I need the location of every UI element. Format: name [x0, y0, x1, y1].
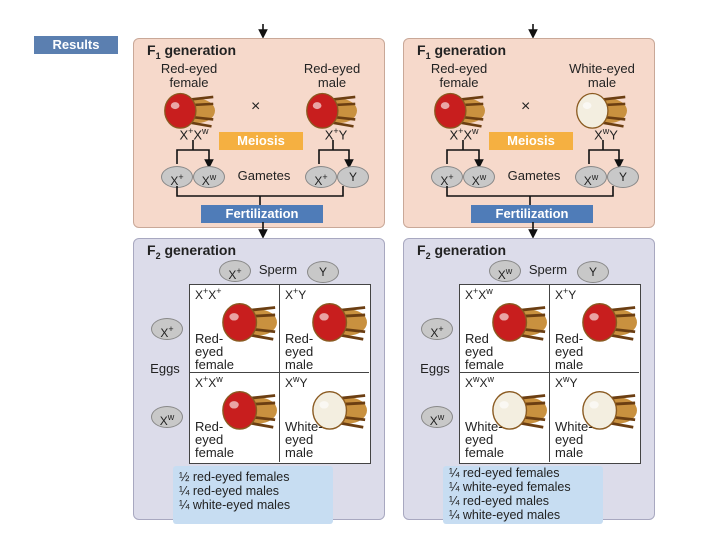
left-top-arrow: [258, 24, 268, 39]
left-sperm-oval: X+: [219, 260, 251, 282]
right-male-split: [588, 140, 635, 170]
right-cell-genotype: X+Xw: [465, 286, 493, 302]
left-cross-symbol: ×: [251, 98, 261, 115]
left-gamete-oval: X+: [305, 166, 337, 188]
left-meiosis-label: Meiosis: [219, 132, 303, 150]
left-grid-divider-h: [189, 372, 369, 373]
left-male-split: [318, 140, 365, 170]
right-summary-line: ¼ white-eyed females: [449, 480, 571, 494]
right-f2-arrow: [528, 222, 538, 239]
left-cell-genotype: X+X+: [195, 286, 222, 302]
right-female-genotype: X+Xw: [449, 126, 479, 143]
right-summary-line: ¼ red-eyed males: [449, 494, 550, 508]
left-egg-oval: X+: [151, 318, 183, 340]
right-grid-divider-v: [549, 284, 550, 462]
left-summary-line: ¼ red-eyed males: [179, 484, 280, 498]
right-gamete-oval: Y: [607, 166, 639, 188]
left-gametes-label: Gametes: [237, 168, 291, 183]
right-gametes-label: Gametes: [507, 168, 561, 183]
left-summary-line: ½ red-eyed females: [179, 470, 290, 484]
left-cell-fly: [312, 391, 367, 430]
left-f2-arrow: [258, 222, 268, 239]
left-egg-oval: Xw: [151, 406, 183, 428]
left-cell-fly: [312, 303, 367, 342]
left-sperm-label: Sperm: [258, 262, 298, 277]
left-sperm-oval: Y: [307, 261, 339, 283]
results-label: Results: [34, 36, 118, 54]
left-male-genotype: X+Y: [324, 126, 348, 143]
left-summary-line: ¼ white-eyed males: [179, 498, 291, 512]
right-cell-fly: [492, 391, 547, 430]
right-gamete-oval: Xw: [463, 166, 495, 188]
left-gamete-oval: X+: [161, 166, 193, 188]
right-cell-genotype: XwY: [555, 374, 578, 390]
left-f2-title: F2 generation: [147, 242, 237, 261]
right-summary-line: ¼ white-eyed males: [449, 508, 561, 522]
left-gamete-oval: Xw: [193, 166, 225, 188]
left-eggs-label: Eggs: [150, 361, 180, 376]
left-female-split: [176, 140, 225, 170]
right-summary-line: ¼ red-eyed females: [449, 466, 560, 480]
right-gamete-oval: X+: [431, 166, 463, 188]
right-male-fly: [576, 92, 627, 129]
left-cell-genotype: X+Xw: [195, 374, 223, 390]
right-eggs-label: Eggs: [420, 361, 450, 376]
left-male-fly: [306, 92, 357, 129]
right-egg-oval: Xw: [421, 406, 453, 428]
left-fertilization-label: Fertilization: [201, 205, 323, 223]
right-grid-divider-h: [459, 372, 639, 373]
right-cell-genotype: X+Y: [555, 286, 577, 302]
left-f1-title: F1 generation: [147, 42, 237, 61]
left-cell-fly: [222, 303, 277, 342]
right-female-split: [446, 140, 495, 170]
right-cell-fly: [582, 303, 637, 342]
right-cross-symbol: ×: [521, 98, 531, 115]
right-fertilization-label: Fertilization: [471, 205, 593, 223]
right-cell-fly: [582, 391, 637, 430]
right-male-genotype: XwY: [594, 126, 618, 143]
left-gamete-oval: Y: [337, 166, 369, 188]
left-female-genotype: X+Xw: [179, 126, 209, 143]
right-meiosis-label: Meiosis: [489, 132, 573, 150]
right-sperm-oval: Xw: [489, 260, 521, 282]
right-top-arrow: [528, 24, 538, 39]
right-cell-genotype: XwXw: [465, 374, 495, 390]
left-cell-genotype: X+Y: [285, 286, 307, 302]
right-cell-fly: [492, 303, 547, 342]
right-gamete-oval: Xw: [575, 166, 607, 188]
left-female-fly: [164, 92, 215, 129]
right-egg-oval: X+: [421, 318, 453, 340]
right-f1-title: F1 generation: [417, 42, 507, 61]
right-sperm-oval: Y: [577, 261, 609, 283]
left-cell-fly: [222, 391, 277, 430]
left-cell-genotype: XwY: [285, 374, 308, 390]
right-f2-title: F2 generation: [417, 242, 507, 261]
left-grid-divider-v: [279, 284, 280, 462]
right-female-fly: [434, 92, 485, 129]
right-sperm-label: Sperm: [528, 262, 568, 277]
